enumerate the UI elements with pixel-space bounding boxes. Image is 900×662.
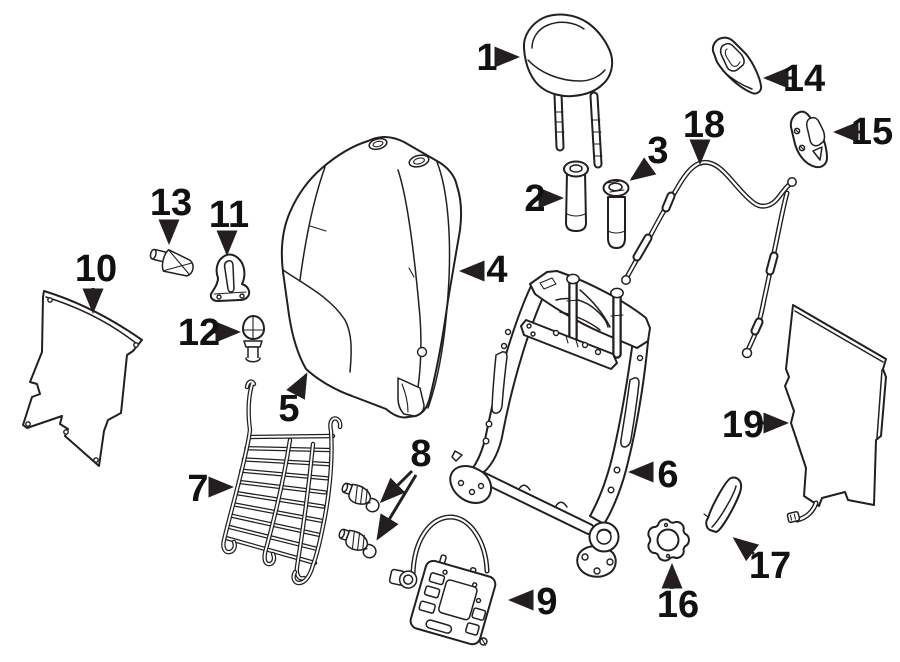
callout-15[interactable]: 15 <box>833 111 893 153</box>
callout-9[interactable]: 9 <box>508 581 558 623</box>
part-17-side-cover <box>704 478 741 532</box>
callout-arrow-3 <box>629 157 657 181</box>
callout-2[interactable]: 2 <box>524 178 564 220</box>
callouts: 1 2 3 4 5 6 7 8 <box>75 37 893 626</box>
part-16-knob <box>648 519 689 560</box>
callout-label-4: 4 <box>486 249 507 291</box>
callout-1[interactable]: 1 <box>476 37 520 79</box>
callout-4[interactable]: 4 <box>459 249 508 291</box>
headrest-posts <box>556 94 602 164</box>
callout-arrow-5 <box>286 372 308 400</box>
callout-label-19: 19 <box>722 404 764 446</box>
callout-18[interactable]: 18 <box>683 104 725 165</box>
part-12-rivet <box>243 316 264 362</box>
part-8-screws <box>334 479 385 561</box>
callout-label-7: 7 <box>187 468 208 510</box>
callout-label-17: 17 <box>749 545 791 587</box>
callout-11[interactable]: 11 <box>209 194 249 256</box>
callout-12[interactable]: 12 <box>178 312 241 354</box>
part-13-clip <box>147 246 196 278</box>
callout-5[interactable]: 5 <box>278 372 308 430</box>
part-2-guide-sleeve <box>564 162 588 232</box>
callout-label-15: 15 <box>851 111 893 153</box>
callout-label-11: 11 <box>209 194 249 236</box>
callout-label-3: 3 <box>647 130 668 172</box>
part-1-headrest <box>524 15 612 164</box>
callout-6[interactable]: 6 <box>628 454 679 496</box>
part-6-seat-frame <box>450 271 650 577</box>
callout-16[interactable]: 16 <box>657 563 699 626</box>
part-18-cable <box>622 162 796 357</box>
callout-arrow-17 <box>732 537 760 562</box>
callout-label-9: 9 <box>536 581 557 623</box>
mat-side-wires <box>223 382 340 583</box>
part-7-lumbar-mat <box>223 382 340 583</box>
part-14-bezel <box>713 38 761 94</box>
callout-17[interactable]: 17 <box>732 537 791 587</box>
callout-10[interactable]: 10 <box>75 248 117 314</box>
callout-label-14: 14 <box>783 58 825 100</box>
callout-label-1: 1 <box>476 37 497 79</box>
callout-label-12: 12 <box>178 312 220 354</box>
part-15-bezel <box>791 112 827 168</box>
callout-label-13: 13 <box>150 182 192 224</box>
callout-label-10: 10 <box>75 248 117 290</box>
mat-vertical-wires <box>265 440 313 578</box>
callout-7[interactable]: 7 <box>187 468 234 510</box>
callout-arrow-8b <box>376 475 416 541</box>
part-9-lumbar-module <box>389 517 507 648</box>
callout-14[interactable]: 14 <box>763 58 825 100</box>
part-11-bracket <box>211 255 249 301</box>
callout-label-18: 18 <box>683 104 725 146</box>
callout-label-2: 2 <box>524 178 545 220</box>
callout-19[interactable]: 19 <box>722 404 789 446</box>
part-10-back-panel <box>23 291 142 466</box>
callout-label-16: 16 <box>657 584 699 626</box>
callout-3[interactable]: 3 <box>629 130 669 181</box>
callout-arrow-8a <box>379 471 412 504</box>
part-4-seat-back-cover <box>282 137 461 417</box>
part-3-guide-sleeve <box>604 180 629 248</box>
callout-label-6: 6 <box>657 454 678 496</box>
callout-label-8: 8 <box>410 433 431 475</box>
callout-13[interactable]: 13 <box>150 182 192 245</box>
part-19-back-panel <box>785 305 886 523</box>
callout-label-5: 5 <box>278 388 299 430</box>
callout-8[interactable]: 8 <box>376 433 432 541</box>
